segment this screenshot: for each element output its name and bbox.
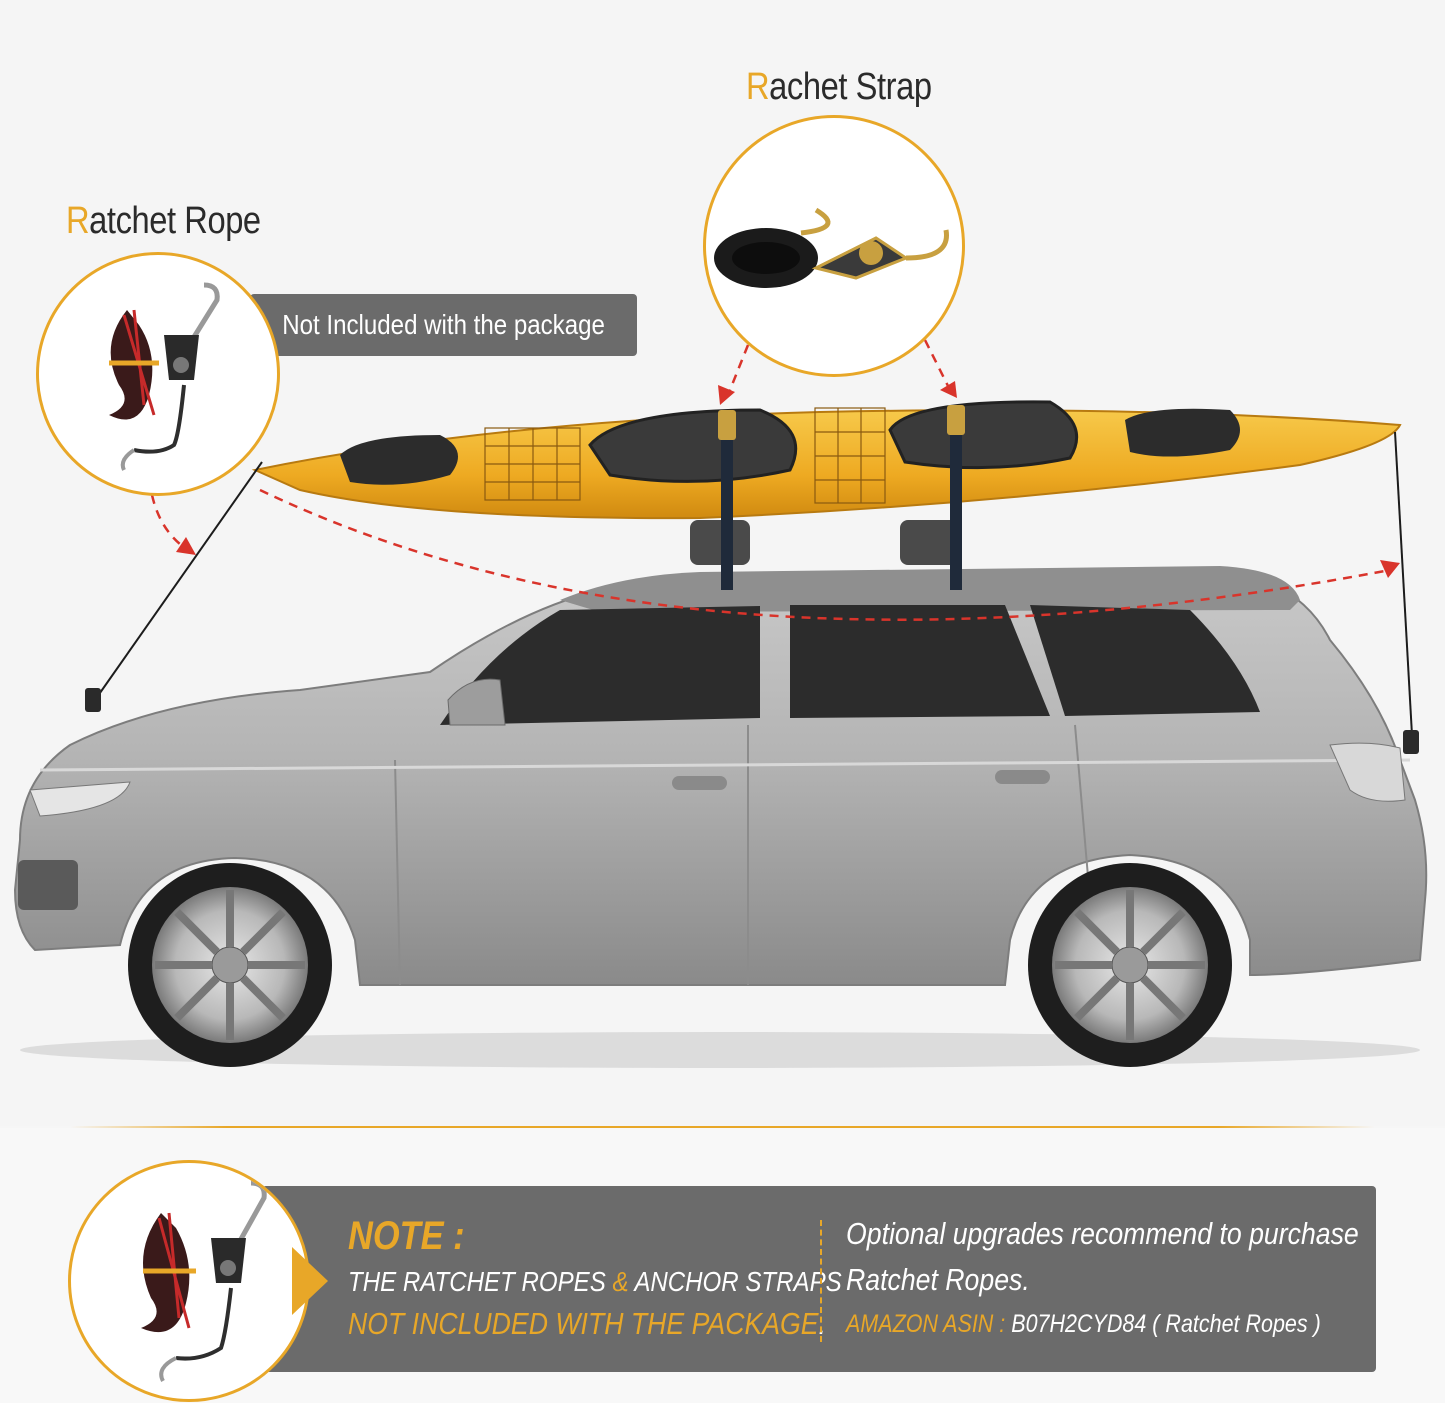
arrowhead	[1380, 560, 1400, 578]
grille	[18, 860, 78, 910]
kayak-hatch-rear	[1125, 408, 1240, 457]
ratchet-rope-circle	[36, 252, 280, 496]
note-line1: THE RATCHET ROPES & ANCHOR STRAPS	[348, 1266, 842, 1297]
section-divider	[70, 1126, 1375, 1128]
arrow-rope-right	[259, 488, 1391, 621]
ratchet-buckle	[718, 410, 736, 440]
rear-wheel	[1028, 863, 1232, 1067]
car-window-middle	[790, 605, 1050, 718]
note-rope-circle	[68, 1160, 310, 1402]
ratchet-rope-pulley	[85, 688, 101, 712]
optional-upgrade-product: Ratchet Ropes.	[846, 1262, 1030, 1297]
note-panel	[262, 1186, 1376, 1372]
ratchet-strap-band	[950, 405, 962, 590]
door-handle	[995, 770, 1050, 784]
rachet-strap-title: Rachet Strap	[746, 66, 932, 108]
arrowhead	[718, 385, 735, 405]
front-wheel	[128, 863, 332, 1067]
arrowhead	[940, 381, 957, 398]
ratchet-rope-line	[94, 461, 263, 701]
car-mirror	[447, 678, 506, 726]
note-pointer	[292, 1247, 328, 1315]
taillight	[1329, 742, 1406, 802]
arrow-strap-right	[923, 339, 952, 391]
ratchet-buckle	[947, 405, 965, 435]
arrow-rope-left	[150, 494, 186, 550]
kayak-cockpit-rear	[888, 400, 1079, 470]
note-line2: NOT INCLUDED WITH THE PACKAGE.	[348, 1306, 826, 1341]
rachet-strap-image	[714, 207, 949, 288]
kayak-cockpit-front	[588, 408, 798, 483]
ratchet-rope-title: Ratchet Rope	[66, 200, 261, 242]
car-window-front	[440, 606, 760, 725]
ratchet-rope-line	[1394, 431, 1413, 736]
ratchet-rope-image	[109, 282, 220, 471]
ratchet-rope-pulley	[1403, 730, 1419, 754]
amazon-asin: AMAZON ASIN : B07H2CYD84 ( Ratchet Ropes…	[846, 1310, 1321, 1338]
body-crease	[39, 758, 1411, 772]
roof-rack	[690, 520, 960, 565]
door-line	[394, 759, 401, 986]
note-heading: NOTE :	[348, 1214, 465, 1258]
car-kayak-illustration	[13, 339, 1428, 1068]
headlight	[29, 781, 131, 817]
car-roof	[560, 566, 1300, 612]
note-divider	[820, 1220, 822, 1342]
car-window-rear	[1030, 605, 1260, 716]
rachet-strap-circle	[703, 115, 965, 377]
kayak-deck-net	[484, 407, 886, 504]
kayak-hatch-front	[340, 435, 458, 485]
arrowhead	[176, 537, 196, 555]
note-rope-image	[141, 1180, 267, 1382]
optional-upgrade-text: Optional upgrades recommend to purchase	[846, 1216, 1359, 1251]
not-included-callout: Not Included with the package	[250, 294, 637, 356]
door-line	[1074, 724, 1091, 901]
arrow-strap-left	[726, 344, 750, 396]
door-handle	[672, 776, 727, 790]
ratchet-strap-band	[721, 410, 733, 590]
